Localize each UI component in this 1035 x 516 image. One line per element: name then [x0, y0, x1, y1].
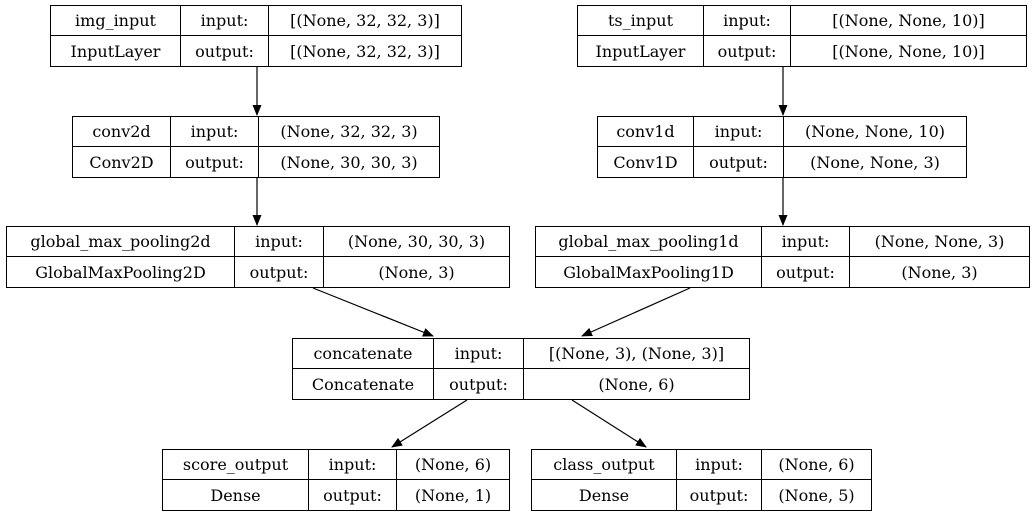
layer-type: GlobalMaxPooling2D: [7, 257, 235, 287]
io-label-output: output:: [762, 257, 850, 287]
node-concatenate: concatenate input: [(None, 3), (None, 3)…: [292, 338, 750, 400]
input-shape-value: [(None, 3), (None, 3)]: [524, 339, 749, 369]
output-shape-value: (None, 3): [901, 262, 978, 282]
layer-type: Conv2D: [73, 147, 171, 177]
edge-global-max-pooling1d-to-concatenate: [581, 287, 691, 337]
layer-type: InputLayer: [51, 36, 181, 66]
io-label-input: input:: [235, 227, 324, 257]
node-global-max-pooling2d: global_max_pooling2d input: (None, 30, 3…: [6, 226, 510, 288]
io-label-input: input:: [309, 450, 397, 480]
edge-global-max-pooling2d-to-concatenate: [312, 287, 434, 337]
input-shape-value: (None, 6): [397, 450, 509, 480]
node-img-input: img_input input: [(None, 32, 32, 3)] Inp…: [50, 5, 462, 67]
output-shape-value: (None, 5): [778, 485, 855, 505]
io-label-input: input:: [704, 6, 791, 36]
io-label-input: input:: [434, 339, 524, 369]
io-label-input: input:: [181, 6, 269, 36]
node-name: class_output: [532, 450, 677, 480]
node-name: score_output: [163, 450, 309, 480]
node-name: ts_input: [578, 6, 704, 36]
output-shape-value: (None, None, 3): [810, 152, 940, 172]
layer-type: Dense: [163, 480, 309, 510]
io-label-input: input:: [677, 450, 762, 480]
layer-type: InputLayer: [578, 36, 704, 66]
node-name: img_input: [51, 6, 181, 36]
node-ts-input: ts_input input: [(None, None, 10)] Input…: [577, 5, 1027, 67]
node-name: global_max_pooling2d: [7, 227, 235, 257]
node-name: global_max_pooling1d: [536, 227, 762, 257]
input-shape-value: (None, 30, 30, 3): [324, 227, 509, 257]
io-label-input: input:: [694, 117, 784, 147]
layer-type: Conv1D: [598, 147, 694, 177]
io-label-output: output:: [434, 369, 524, 399]
node-name: conv2d: [73, 117, 171, 147]
io-label-input: input:: [762, 227, 850, 257]
output-shape-value: [(None, None, 10)]: [832, 41, 985, 61]
input-shape-value: [(None, 32, 32, 3)]: [269, 6, 461, 36]
output-shape-value: (None, 1): [414, 485, 492, 505]
io-label-output: output:: [694, 147, 784, 177]
node-name: conv1d: [598, 117, 694, 147]
input-shape-value: (None, 6): [762, 450, 871, 480]
io-label-output: output:: [171, 147, 259, 177]
edge-concatenate-to-score-output: [391, 399, 468, 448]
input-shape-value: [(None, None, 10)]: [791, 6, 1026, 36]
node-class-output: class_output input: (None, 6) Dense outp…: [531, 449, 872, 511]
output-shape-value: (None, 3): [378, 262, 455, 282]
node-global-max-pooling1d: global_max_pooling1d input: (None, None,…: [535, 226, 1030, 288]
node-score-output: score_output input: (None, 6) Dense outp…: [162, 449, 510, 511]
io-label-output: output:: [235, 257, 324, 287]
output-shape-value: (None, 30, 30, 3): [280, 152, 418, 172]
io-label-output: output:: [309, 480, 397, 510]
layer-type: Concatenate: [293, 369, 434, 399]
input-shape-value: (None, None, 3): [850, 227, 1029, 257]
node-conv2d: conv2d input: (None, 32, 32, 3) Conv2D o…: [72, 116, 440, 178]
output-shape-value: [(None, 32, 32, 3)]: [290, 41, 440, 61]
edge-concatenate-to-class-output: [571, 399, 647, 448]
io-label-output: output:: [677, 480, 762, 510]
io-label-input: input:: [171, 117, 259, 147]
layer-type: Dense: [532, 480, 677, 510]
node-name: concatenate: [293, 339, 434, 369]
input-shape-value: (None, None, 10): [784, 117, 966, 147]
io-label-output: output:: [181, 36, 269, 66]
node-conv1d: conv1d input: (None, None, 10) Conv1D ou…: [597, 116, 967, 178]
io-label-output: output:: [704, 36, 791, 66]
output-shape-value: (None, 6): [598, 374, 675, 394]
input-shape-value: (None, 32, 32, 3): [259, 117, 439, 147]
layer-type: GlobalMaxPooling1D: [536, 257, 762, 287]
